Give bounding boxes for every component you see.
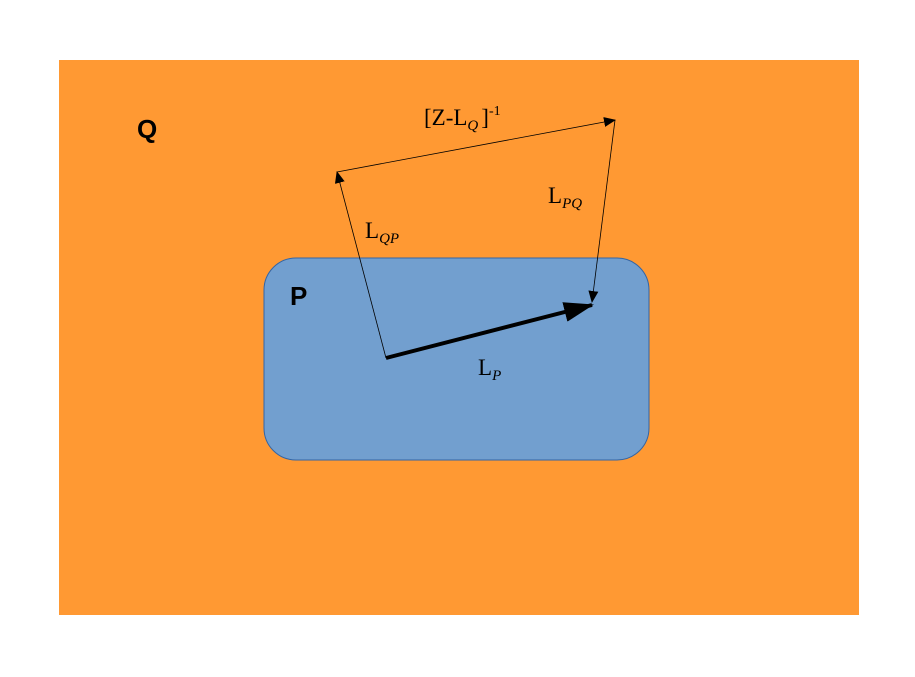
label-resolvent-close: ] — [481, 105, 489, 130]
label-l-p-base: L — [478, 355, 492, 380]
arrow-l-pq — [588, 119, 616, 303]
label-l-pq-sub: PQ — [561, 196, 582, 212]
label-resolvent-sup: -1 — [489, 104, 501, 119]
inner-region-p — [263, 257, 650, 461]
label-l-qp-base: L — [365, 218, 379, 243]
arrow-resolvent — [336, 117, 616, 173]
label-resolvent: [Z-LQ]-1 — [424, 104, 501, 134]
label-l-p: LP — [478, 355, 501, 384]
region-label-p: P — [290, 281, 307, 311]
region-label-q: Q — [137, 114, 157, 144]
label-resolvent-open: [Z-L — [424, 105, 467, 130]
label-l-pq-base: L — [548, 183, 562, 208]
label-l-p-sub: P — [491, 368, 501, 384]
label-l-pq: LPQ — [548, 183, 582, 212]
label-resolvent-sub: Q — [467, 118, 478, 134]
arrow-l-p — [385, 302, 594, 360]
arrow-l-qp — [334, 171, 387, 359]
label-l-qp: LQP — [365, 218, 399, 247]
label-l-qp-sub: QP — [379, 231, 399, 247]
